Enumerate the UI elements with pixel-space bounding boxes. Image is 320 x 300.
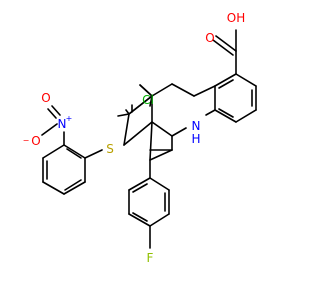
- nitro-oxygen-charge: −: [23, 136, 30, 145]
- amine-hydrogen-label: H: [191, 132, 200, 146]
- nitro-oxygen-double-label: O: [41, 91, 50, 105]
- fluorine-label: F: [147, 251, 154, 265]
- carbonyl-oxygen-label: O: [205, 31, 214, 45]
- bond-skeleton: [41, 29, 257, 249]
- hydroxyl-label: OH: [227, 11, 245, 25]
- nitro-nitrogen-label: N: [58, 117, 67, 131]
- structure-svg: O OH Cl S N H N + O O − F: [23, 11, 257, 265]
- chlorine-label: Cl: [142, 93, 154, 107]
- sulfur-label: S: [106, 142, 114, 156]
- nitro-nitrogen-charge: +: [66, 114, 73, 123]
- molecule-diagram: O OH Cl S N H N + O O − F: [23, 11, 257, 265]
- nitro-oxygen-single-label: O: [31, 134, 40, 148]
- amine-nitrogen-label: N: [192, 119, 201, 133]
- atom-labels: O OH Cl S N H N + O O − F: [23, 11, 246, 265]
